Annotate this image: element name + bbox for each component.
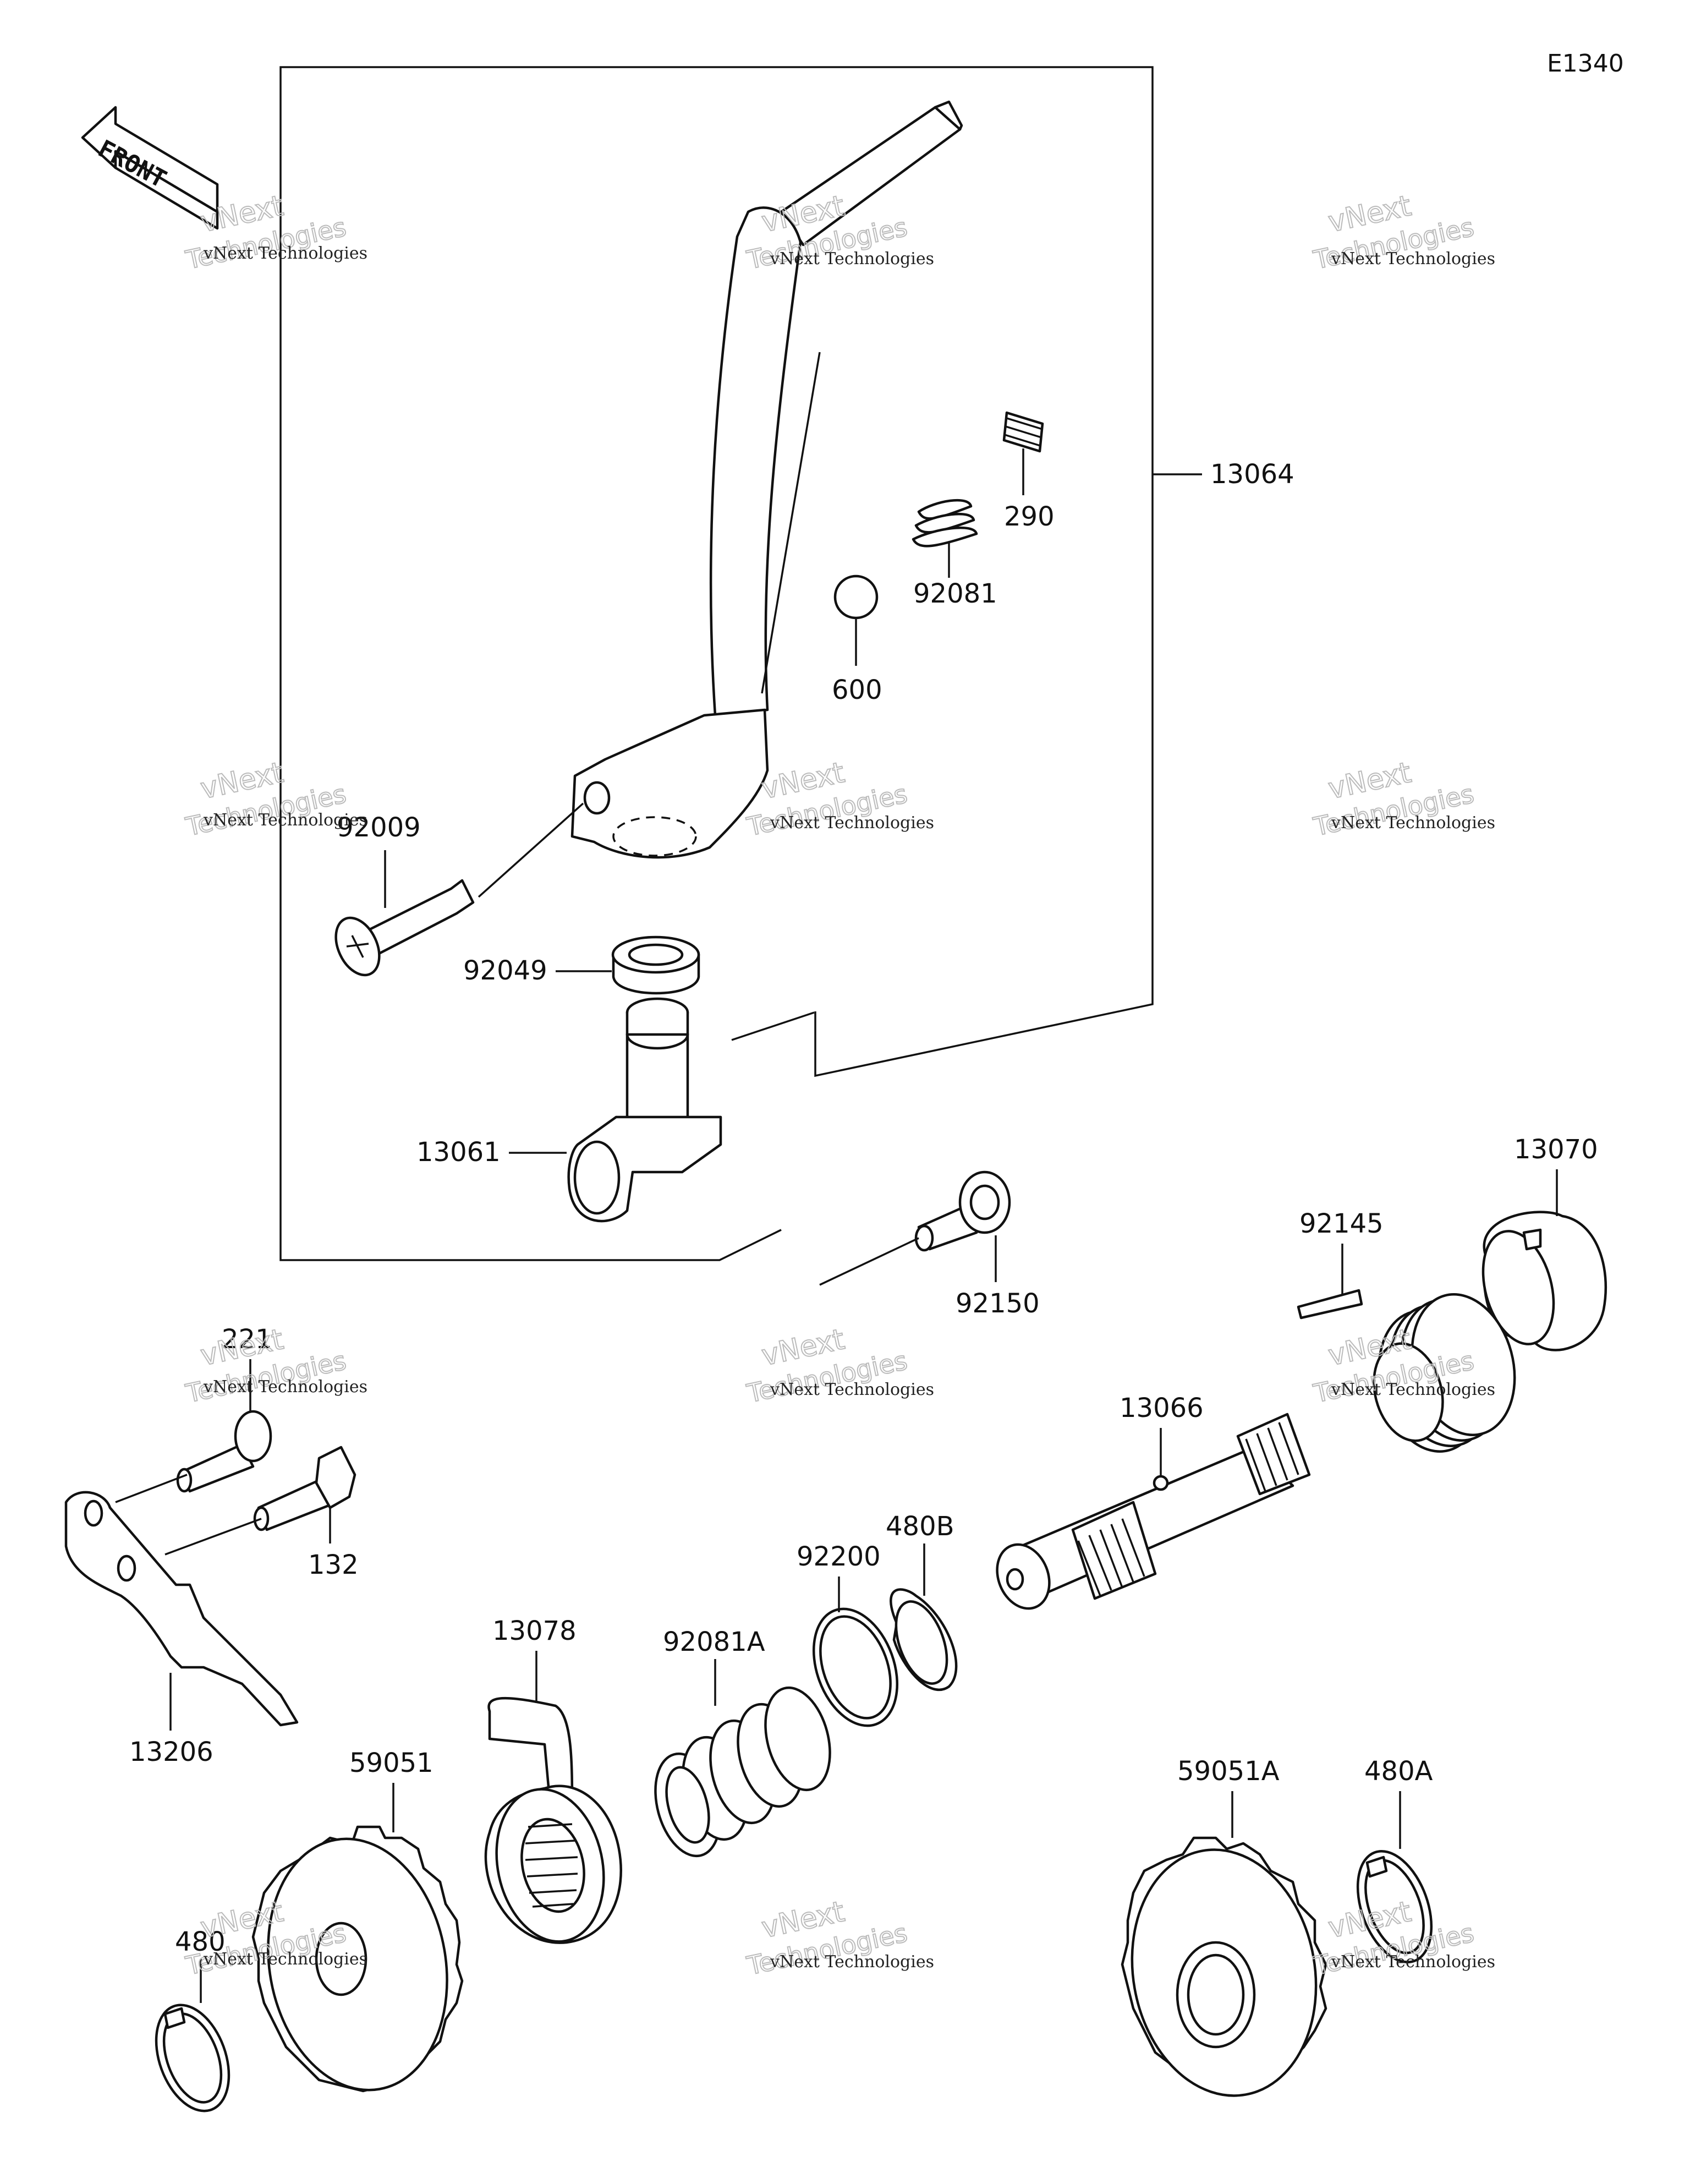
label-13206: 13206	[129, 1737, 213, 1767]
label-59051A: 59051A	[1177, 1756, 1280, 1787]
part-92049-washer: 92049	[463, 935, 700, 995]
svg-text:vNext Technologies: vNext Technologies	[1331, 249, 1495, 269]
part-92081A-spring: 92081A	[654, 1627, 831, 1858]
label-13066: 13066	[1120, 1393, 1204, 1424]
part-480A-circlip: 480A	[1356, 1756, 1433, 1964]
part-92150-bolt: 92150	[819, 1170, 1040, 1319]
label-59051: 59051	[349, 1748, 434, 1778]
label-92081: 92081	[913, 578, 997, 609]
part-92200-washer: 92200	[797, 1541, 899, 1727]
label-13064: 13064	[1210, 459, 1294, 490]
label-13061: 13061	[416, 1137, 501, 1168]
label-600: 600	[832, 675, 882, 705]
part-132-bolt: 132	[253, 1446, 359, 1580]
part-13066-shaft: 13066	[996, 1393, 1311, 1610]
part-59051A-gear: 59051A	[1121, 1756, 1327, 2097]
label-92150: 92150	[956, 1288, 1040, 1319]
part-13070-collar: 13070	[1482, 1134, 1607, 1351]
label-92009: 92009	[337, 812, 421, 843]
label-480A: 480A	[1364, 1756, 1433, 1787]
kick-pedal-lever	[570, 100, 963, 859]
part-59051-gear: 59051	[251, 1748, 464, 2093]
diagram-code: E1340	[1547, 50, 1624, 78]
label-480B: 480B	[886, 1511, 954, 1542]
label-480: 480	[175, 1926, 226, 1957]
svg-text:vNext Technologies: vNext Technologies	[770, 249, 934, 269]
label-92049: 92049	[463, 955, 547, 986]
part-480-circlip: 480	[155, 1926, 231, 2112]
part-13061-boss: 13061	[416, 997, 722, 1223]
label-132: 132	[308, 1550, 359, 1580]
label-290: 290	[1004, 501, 1055, 532]
svg-text:vNext Technologies: vNext Technologies	[770, 1380, 934, 1399]
label-92200: 92200	[797, 1541, 881, 1572]
label-221: 221	[222, 1324, 272, 1355]
part-480B-circlip: 480B	[886, 1511, 958, 1692]
part-92081-spring: 92081	[912, 499, 997, 609]
label-13078: 13078	[492, 1616, 577, 1646]
part-13206-guide: 13206	[64, 1474, 299, 1767]
svg-text:vNext Technologies: vNext Technologies	[203, 1377, 367, 1397]
svg-text:vNext Technologies: vNext Technologies	[1331, 1380, 1495, 1399]
svg-text:vNext Technologies: vNext Technologies	[770, 1952, 934, 1972]
svg-text:vNext Technologies: vNext Technologies	[203, 1950, 367, 1969]
svg-text:vNext Technologies: vNext Technologies	[1331, 813, 1495, 833]
label-92145: 92145	[1299, 1208, 1384, 1239]
part-221-bolt: 221	[176, 1324, 272, 1493]
assembly-frame-13064	[279, 66, 1202, 1261]
part-92145-spring: 92145	[1297, 1208, 1516, 1453]
part-290: 290	[1002, 411, 1055, 532]
label-13070: 13070	[1514, 1134, 1598, 1165]
label-92081A: 92081A	[663, 1627, 765, 1657]
svg-text:vNext Technologies: vNext Technologies	[1331, 1952, 1495, 1972]
part-13078-ratchet: 13078	[484, 1616, 622, 1944]
watermark: vNext Technologies vNext Technologies vN…	[183, 189, 1495, 1982]
front-arrow-icon: FRONT	[81, 106, 219, 230]
svg-text:vNext Technologies: vNext Technologies	[203, 811, 367, 830]
part-92009-bolt: 92009	[334, 802, 584, 977]
svg-text:vNext Technologies: vNext Technologies	[770, 813, 934, 833]
part-600-ball: 600	[832, 574, 882, 705]
svg-text:vNext Technologies: vNext Technologies	[203, 244, 367, 263]
